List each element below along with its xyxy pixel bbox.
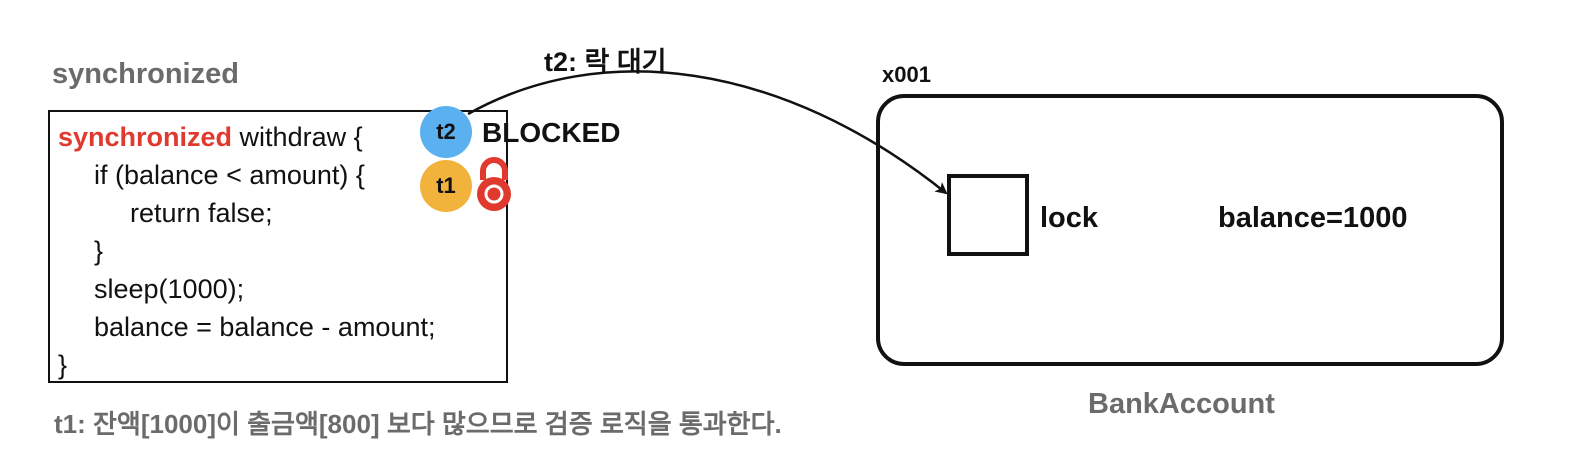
lock-icon — [477, 157, 511, 211]
t2-state-label: BLOCKED — [482, 117, 621, 148]
bank-account-object — [876, 94, 1504, 366]
code-line-4: } — [94, 236, 104, 266]
object-id: x001 — [882, 62, 931, 87]
code-line-1: synchronized withdraw { — [58, 122, 363, 153]
class-name-label: BankAccount — [1088, 388, 1275, 420]
arrow-label: t2: 락 대기 — [544, 47, 667, 77]
code-line-5: sleep(1000); — [94, 274, 245, 304]
thread-t1-badge: t1 — [420, 160, 472, 212]
synchronized-keyword: synchronized — [58, 122, 233, 152]
balance-label: balance=1000 — [1218, 202, 1408, 234]
section-title: synchronized — [52, 58, 239, 90]
thread-t2-badge: t2 — [420, 106, 472, 158]
code-line-3: return false; — [130, 198, 273, 228]
lock-label: lock — [1040, 202, 1099, 234]
code-line-2: if (balance < amount) { — [94, 160, 365, 190]
code-line-7: } — [58, 350, 68, 380]
code-line-1-rest: withdraw { — [232, 122, 363, 152]
code-block: synchronized withdraw { if (balance < am… — [48, 110, 508, 383]
caption: t1: 잔액[1000]이 출금액[800] 보다 많으므로 검증 로직을 통과… — [54, 409, 782, 439]
code-line-6: balance = balance - amount; — [94, 312, 436, 342]
monitor-lock-box — [947, 174, 1029, 256]
